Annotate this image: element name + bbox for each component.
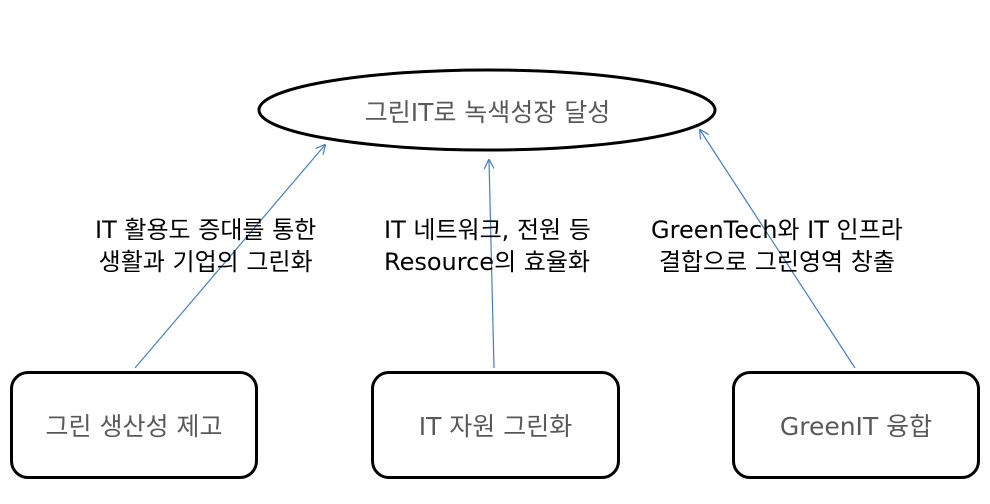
goal-ellipse: [257, 68, 717, 152]
goal-label: 그린IT로 녹색성장 달성: [364, 97, 611, 127]
box-greenit-fusion: GreenIT 융합: [732, 371, 980, 479]
arrow-fusion-to-goal: [700, 130, 856, 369]
label-productivity: IT 활용도 증대를 통한 생활과 기업의 그린화: [95, 214, 316, 278]
arrow-productivity-to-goal: [134, 145, 325, 369]
box-it-resource-greening: IT 자원 그린화: [371, 371, 620, 479]
arrow-resource-to-goal: [489, 160, 495, 369]
label-fusion-line2: 결합으로 그린영역 창출: [658, 248, 895, 276]
label-productivity-line1: IT 활용도 증대를 통한: [95, 216, 317, 244]
label-resource-line1: IT 네트워크, 전원 등: [384, 216, 591, 244]
label-resource-line2: Resource의 효율화: [384, 248, 591, 276]
box-green-productivity: 그린 생산성 제고: [10, 371, 258, 479]
label-resource: IT 네트워크, 전원 등 Resource의 효율화: [384, 214, 591, 278]
label-productivity-line2: 생활과 기업의 그린화: [98, 248, 313, 276]
label-fusion-line1: GreenTech와 IT 인프라: [651, 216, 903, 244]
label-fusion: GreenTech와 IT 인프라 결합으로 그린영역 창출: [651, 214, 903, 278]
